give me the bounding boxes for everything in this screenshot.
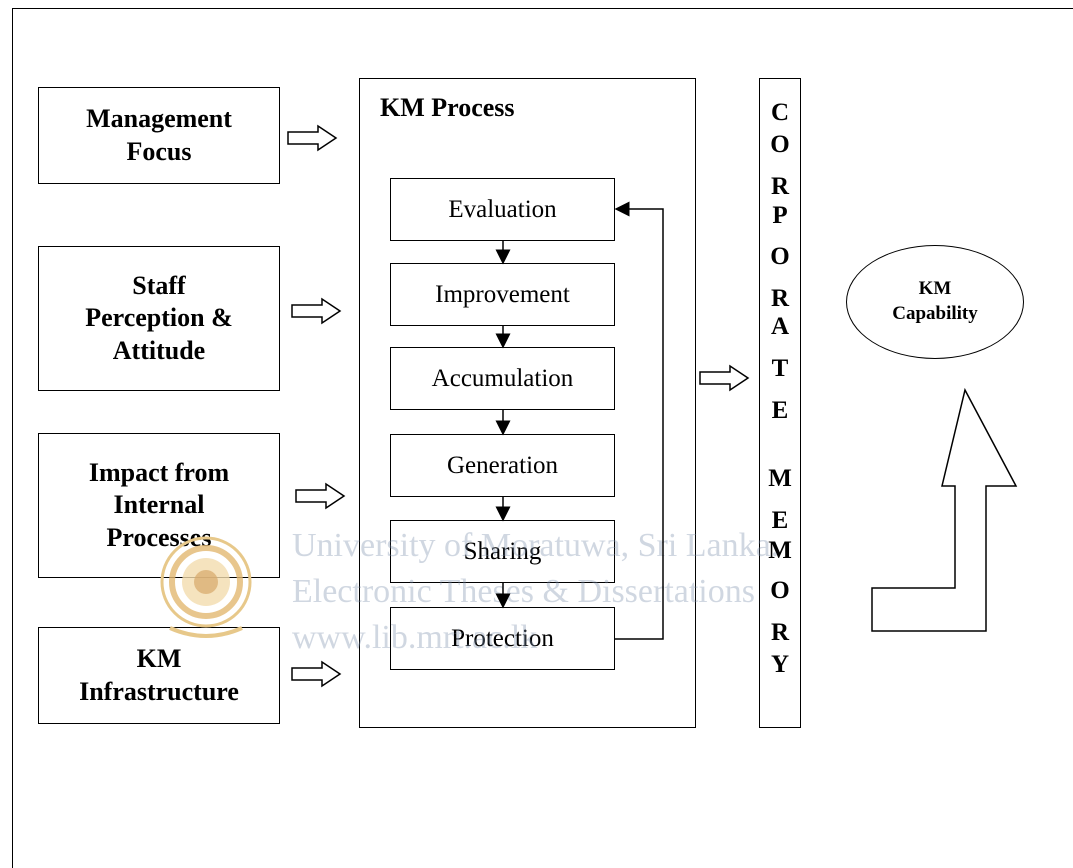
feedback-loop-arrow xyxy=(614,201,664,640)
input-label: Impact from Internal Processes xyxy=(88,457,230,552)
memory-letter: M xyxy=(768,465,792,492)
km-process-title: KM Process xyxy=(380,93,515,122)
memory-letter: M xyxy=(768,537,792,564)
memory-letter: T xyxy=(771,355,789,382)
step-label: Sharing xyxy=(463,537,542,565)
input-staff-perception: Staff Perception & Attitude xyxy=(38,246,280,391)
memory-letter: R xyxy=(770,285,790,312)
capability-label: KM Capability xyxy=(892,278,978,324)
step-sharing: Sharing xyxy=(390,520,615,583)
step-improvement: Improvement xyxy=(390,263,615,326)
input-arrow xyxy=(287,124,338,152)
step-label: Generation xyxy=(446,451,559,479)
input-arrow xyxy=(291,297,342,325)
input-label: Management Focus xyxy=(86,104,232,166)
input-arrows xyxy=(287,124,750,688)
step-label: Accumulation xyxy=(431,364,574,392)
step-protection: Protection xyxy=(390,607,615,670)
memory-letter: O xyxy=(770,243,790,270)
input-arrow xyxy=(291,660,342,688)
step-label: Improvement xyxy=(435,280,570,308)
memory-to-capability-arrow xyxy=(871,387,1018,632)
university-seal-logo xyxy=(160,536,252,638)
memory-letter: C xyxy=(770,99,790,126)
step-label: Evaluation xyxy=(448,195,557,223)
step-generation: Generation xyxy=(390,434,615,497)
memory-letter: R xyxy=(770,619,790,646)
memory-letter: O xyxy=(770,131,790,158)
input-label: Staff Perception & Attitude xyxy=(85,270,233,365)
memory-letter: R xyxy=(770,173,790,200)
step-accumulation: Accumulation xyxy=(390,347,615,410)
input-km-infrastructure: KM Infrastructure xyxy=(38,627,280,724)
memory-letter: Y xyxy=(770,651,790,678)
km-capability-ellipse: KM Capability xyxy=(846,245,1024,359)
memory-letter: E xyxy=(771,397,789,424)
memory-letter: P xyxy=(772,202,788,229)
km-process-box: KM Process xyxy=(359,78,696,728)
corporate-memory-box: C O R P O R A T E M E M O R Y xyxy=(759,78,801,728)
input-management-focus: Management Focus xyxy=(38,87,280,184)
memory-letter: A xyxy=(770,313,790,340)
step-evaluation: Evaluation xyxy=(390,178,615,241)
memory-letter: O xyxy=(770,577,790,604)
process-to-memory-arrow xyxy=(699,364,750,392)
input-label: KM Infrastructure xyxy=(79,644,239,706)
diagram-connectors xyxy=(287,124,1018,688)
step-label: Protection xyxy=(451,624,554,652)
input-arrow xyxy=(295,482,346,510)
memory-letter: E xyxy=(771,507,789,534)
figure-frame xyxy=(12,8,1073,868)
